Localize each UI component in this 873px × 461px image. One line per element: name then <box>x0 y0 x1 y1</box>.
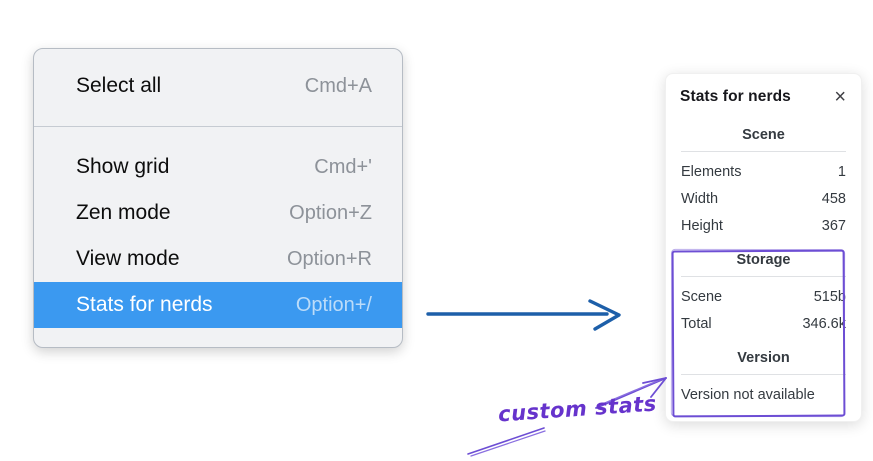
panel-title: Stats for nerds <box>680 88 791 105</box>
menu-item-label: Select all <box>76 74 162 97</box>
version-note: Version not available <box>681 387 815 403</box>
annotation-arrow <box>595 377 667 409</box>
section-heading: Storage <box>736 252 791 268</box>
stat-label: Width <box>681 191 719 207</box>
menu-item-shortcut: Option+R <box>286 247 372 270</box>
menu-item-shortcut: Option+Z <box>289 201 372 224</box>
menu-item-zen-mode[interactable]: Zen mode Option+Z <box>34 190 402 236</box>
menu-item-label: Show grid <box>76 155 170 178</box>
stat-value: 1 <box>837 164 846 180</box>
menu-item-show-grid[interactable]: Show grid Cmd+' <box>34 144 402 190</box>
section-divider <box>681 276 846 277</box>
context-menu: Select all Cmd+A Show grid Cmd+' Zen mod… <box>33 48 403 348</box>
scene-section: Scene Elements 1 Width 458 Height 367 <box>680 127 847 240</box>
storage-section: Storage Scene 515b Total 346.6k <box>680 252 847 338</box>
stat-label: Height <box>681 218 723 234</box>
stat-row: Elements 1 <box>680 159 847 186</box>
menu-item-shortcut: Option+/ <box>295 293 372 316</box>
menu-item-view-mode[interactable]: View mode Option+R <box>34 236 402 282</box>
annotation-line <box>467 427 546 457</box>
stat-row: Height 367 <box>680 213 847 240</box>
menu-item-stats-for-nerds[interactable]: Stats for nerds Option+/ <box>34 282 402 328</box>
section-heading: Scene <box>742 127 785 143</box>
section-heading: Version <box>737 350 790 366</box>
stat-row: Width 458 <box>680 186 847 213</box>
stat-label: Scene <box>681 289 723 305</box>
close-icon[interactable]: × <box>834 86 846 108</box>
stat-label: Elements <box>681 164 742 180</box>
menu-divider <box>34 126 402 127</box>
menu-item-label: Zen mode <box>76 201 171 224</box>
blue-arrow <box>426 299 621 331</box>
menu-item-shortcut: Cmd+' <box>314 155 372 178</box>
stat-row: Scene 515b <box>680 284 847 311</box>
menu-item-label: View mode <box>76 247 180 270</box>
stats-panel: Stats for nerds × Scene Elements 1 Width… <box>665 73 862 422</box>
menu-item-shortcut: Cmd+A <box>304 74 372 97</box>
stats-panel-header: Stats for nerds × <box>680 87 847 107</box>
stat-value: 515b <box>813 289 846 305</box>
annotation-label: custom stats <box>497 391 658 427</box>
stat-value: 346.6k <box>802 316 846 332</box>
version-section: Version Version not available <box>680 350 847 409</box>
menu-item-label: Stats for nerds <box>76 293 213 316</box>
menu-item-select-all[interactable]: Select all Cmd+A <box>34 63 402 109</box>
stat-value: 458 <box>821 191 846 207</box>
section-divider <box>681 374 846 375</box>
section-divider <box>681 151 846 152</box>
stat-row: Total 346.6k <box>680 311 847 338</box>
stat-value: 367 <box>821 218 846 234</box>
stat-label: Total <box>681 316 712 332</box>
